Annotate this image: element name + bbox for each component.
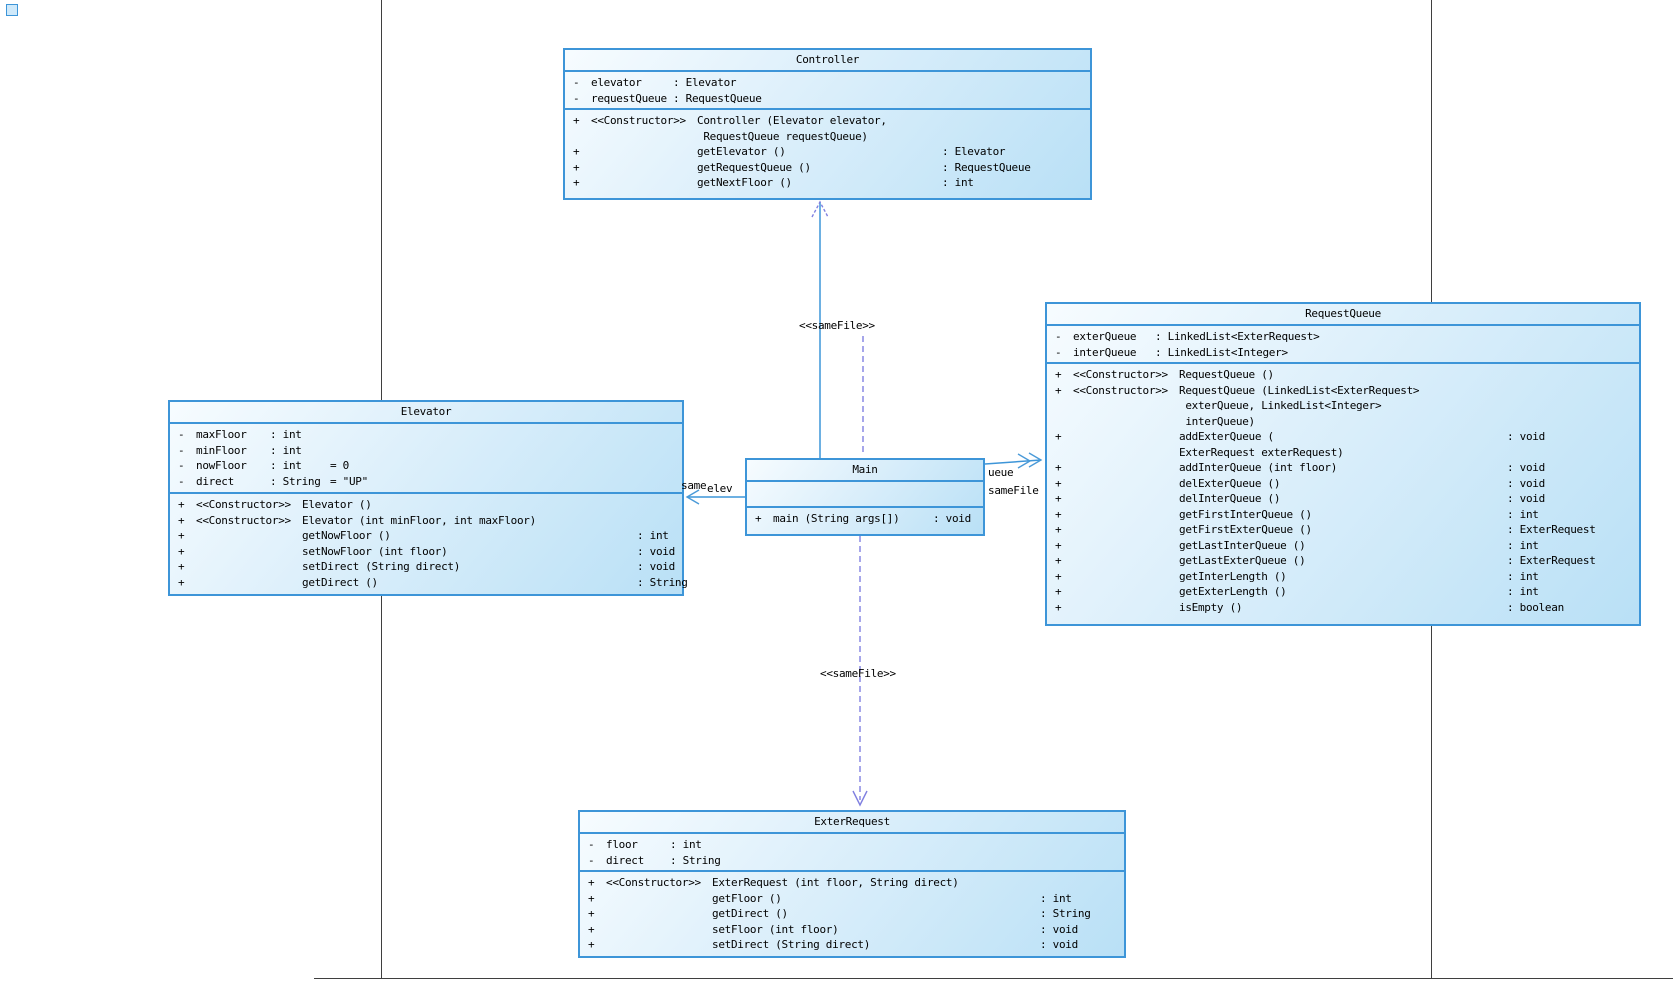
attribute-row: -floor: int <box>588 838 702 851</box>
samefile-label-top: <<sameFile>> <box>799 319 875 332</box>
method-row: +getNowFloor (): int <box>178 529 669 542</box>
method-row: +getElevator (): Elevator <box>573 145 1006 158</box>
method-row: +<<Constructor>>Elevator (int minFloor, … <box>178 513 536 527</box>
attribute-row: -direct: String= "UP" <box>178 474 368 488</box>
attribute-row: -maxFloor: int <box>178 428 302 441</box>
attribute-row: -interQueue: LinkedList<Integer> <box>1055 345 1288 359</box>
method-row: +setDirect (String direct): void <box>178 560 675 573</box>
class-attributes-section: -floor: int -direct: String <box>580 834 1124 872</box>
class-title: RequestQueue <box>1047 304 1639 326</box>
class-methods-section: +<<Constructor>>Controller (Elevator ele… <box>565 110 1090 198</box>
elevator-connector-label-fragment: elev <box>707 482 733 495</box>
method-row: +setDirect (String direct): void <box>588 938 1078 951</box>
attribute-row: -direct: String <box>588 853 721 867</box>
method-row: interQueue) <box>1179 414 1255 428</box>
requestqueue-connector-label-fragment: ueue <box>988 466 1014 479</box>
requestqueue-connector-label-fragment: sameFile <box>988 484 1039 497</box>
method-row: +setNowFloor (int floor): void <box>178 544 675 558</box>
method-row: +getInterLength (): int <box>1055 569 1539 583</box>
method-row: +getLastInterQueue (): int <box>1055 538 1539 552</box>
method-row: +getFirstInterQueue (): int <box>1055 507 1539 521</box>
method-row: +<<Constructor>>RequestQueue () <box>1055 368 1274 381</box>
method-row: +<<Constructor>>RequestQueue (LinkedList… <box>1055 383 1420 397</box>
attribute-row: -minFloor: int <box>178 443 302 457</box>
method-row: +getFirstExterQueue (): ExterRequest <box>1055 523 1596 536</box>
method-row: exterQueue, LinkedList<Integer> <box>1179 399 1382 412</box>
method-row: +getDirect (): String <box>178 575 688 589</box>
samefile-label-bottom: <<sameFile>> <box>820 667 896 680</box>
attribute-row: -requestQueue: RequestQueue <box>573 91 762 105</box>
method-row: +<<Constructor>>ExterRequest (int floor,… <box>588 876 959 889</box>
class-box-main[interactable]: Main +main (String args[]): void <box>745 458 985 536</box>
method-row: +getDirect (): String <box>588 907 1091 920</box>
method-row: +getRequestQueue (): RequestQueue <box>573 160 1031 174</box>
method-row: +<<Constructor>>Elevator () <box>178 498 372 511</box>
elevator-connector-label-fragment: same <box>681 479 707 492</box>
class-methods-section: +<<Constructor>>Elevator () +<<Construct… <box>170 494 688 594</box>
method-row: +addInterQueue (int floor): void <box>1055 461 1545 474</box>
class-box-exterrequest[interactable]: ExterRequest -floor: int -direct: String… <box>578 810 1126 958</box>
class-box-elevator[interactable]: Elevator -maxFloor: int -minFloor: int -… <box>168 400 688 596</box>
method-row: +getExterLength (): int <box>1055 585 1539 598</box>
class-title: Elevator <box>170 402 682 424</box>
class-box-requestqueue[interactable]: RequestQueue -exterQueue: LinkedList<Ext… <box>1045 302 1641 626</box>
method-row: +delInterQueue (): void <box>1055 492 1545 505</box>
class-title: Main <box>747 460 983 482</box>
method-row: +setFloor (int floor): void <box>588 922 1078 936</box>
class-title: Controller <box>565 50 1090 72</box>
class-attributes-section: -elevator: Elevator -requestQueue: Reque… <box>565 72 1090 110</box>
method-row: +getNextFloor (): int <box>573 176 974 189</box>
class-methods-section: +<<Constructor>>ExterRequest (int floor,… <box>580 872 1124 956</box>
class-box-controller[interactable]: Controller -elevator: Elevator -requestQ… <box>563 48 1092 200</box>
method-row: +getFloor (): int <box>588 891 1072 905</box>
class-attributes-section <box>747 482 983 508</box>
method-row: +getLastExterQueue (): ExterRequest <box>1055 554 1596 567</box>
method-row: +isEmpty (): boolean <box>1055 600 1564 614</box>
class-title: ExterRequest <box>580 812 1124 834</box>
method-row: +<<Constructor>>Controller (Elevator ele… <box>573 114 887 127</box>
class-methods-section: +<<Constructor>>RequestQueue () +<<Const… <box>1047 364 1639 624</box>
method-row: +main (String args[]): void <box>755 512 971 525</box>
canvas-corner-marker <box>6 4 18 16</box>
class-methods-section: +main (String args[]): void <box>747 508 983 534</box>
method-row: +delExterQueue (): void <box>1055 476 1545 490</box>
method-row: ExterRequest exterRequest) <box>1179 445 1344 459</box>
attribute-row: -exterQueue: LinkedList<ExterRequest> <box>1055 330 1320 343</box>
method-row: RequestQueue requestQueue) <box>697 129 868 143</box>
attribute-row: -elevator: Elevator <box>573 76 737 89</box>
class-attributes-section: -exterQueue: LinkedList<ExterRequest> -i… <box>1047 326 1639 364</box>
attribute-row: -nowFloor: int= 0 <box>178 459 349 472</box>
page-guide-bottom <box>314 978 1673 979</box>
class-attributes-section: -maxFloor: int -minFloor: int -nowFloor:… <box>170 424 682 494</box>
method-row: +addExterQueue (: void <box>1055 430 1545 443</box>
